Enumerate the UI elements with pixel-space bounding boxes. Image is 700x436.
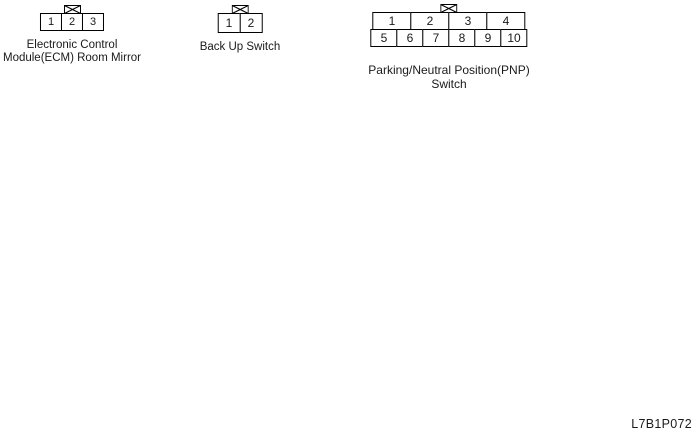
- pin-cell: 7: [422, 29, 450, 47]
- connector-pnp-switch: 1 2 3 4 5 6 7 8 9 10 Parking/Neutral Pos…: [368, 4, 530, 91]
- pin-cell: 2: [61, 13, 83, 31]
- connector-label-line2: Module(ECM) Room Mirror: [2, 52, 142, 64]
- pin-row: 5 6 7 8 9 10: [370, 29, 528, 47]
- connector-back-up-switch: 1 2 Back Up Switch: [200, 5, 281, 54]
- pin-row: 1 2 3: [40, 13, 104, 31]
- pin-cell: 4: [486, 12, 526, 30]
- connector-label-line2: Switch: [431, 77, 467, 91]
- connector-ecm-room-mirror: 1 2 3 Electronic Control Module(ECM) Roo…: [3, 5, 141, 65]
- pin-cell: 2: [410, 12, 450, 30]
- figure-code: L7B1P072: [631, 417, 692, 431]
- pin-cell: 10: [500, 29, 528, 47]
- pin-row: 1 2 3 4: [372, 12, 526, 30]
- pin-cell: 5: [370, 29, 398, 47]
- connector-label-line1: Parking/Neutral Position(PNP): [368, 63, 530, 77]
- pin-cell: 1: [40, 13, 62, 31]
- connector-label: Back Up Switch: [200, 41, 281, 54]
- pin-cell: 6: [396, 29, 424, 47]
- pin-cell: 8: [448, 29, 476, 47]
- connector-keyway-icon: [63, 5, 81, 14]
- connector-label-line1: Back Up Switch: [199, 41, 281, 53]
- connector-label-line1: Electronic Control: [26, 39, 118, 51]
- pin-cell: 1: [217, 13, 241, 33]
- connector-label: Electronic Control Module(ECM) Room Mirr…: [3, 39, 141, 65]
- pin-cell: 9: [474, 29, 502, 47]
- connector-label: Parking/Neutral Position(PNP) Switch: [368, 63, 529, 91]
- pin-row: 1 2: [217, 13, 263, 33]
- pin-cell: 2: [239, 13, 263, 33]
- pin-cell: 1: [372, 12, 412, 30]
- pin-cell: 3: [82, 13, 104, 31]
- pin-cell: 3: [448, 12, 488, 30]
